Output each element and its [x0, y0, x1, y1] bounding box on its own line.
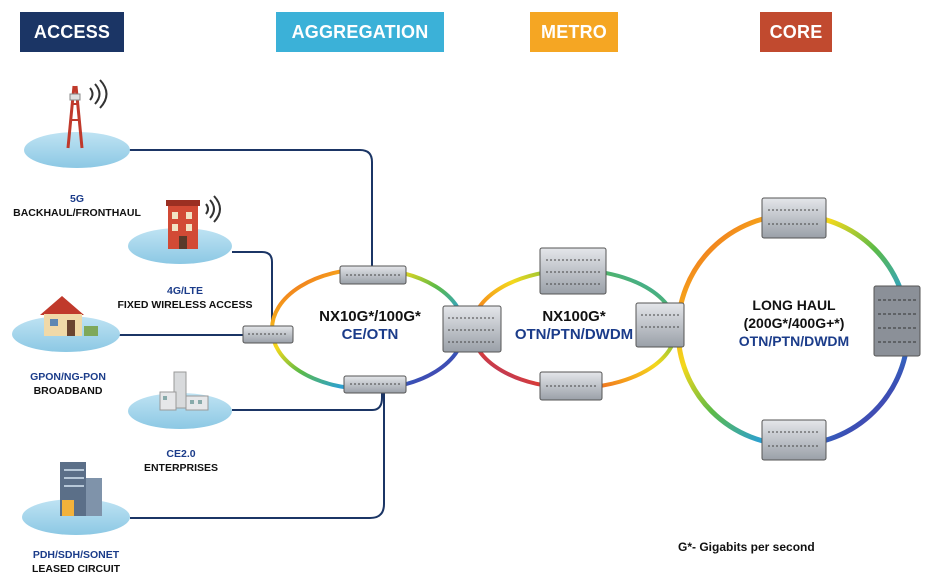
ring-label-line1: LONG HAUL [752, 297, 836, 313]
site-label-top: GPON/NG-PON [30, 371, 106, 383]
site-label-top: CE2.0 [166, 448, 196, 460]
site-4g [128, 195, 232, 264]
access-header: ACCESS [20, 12, 124, 52]
site-label-4g: 4G/LTE FIXED WIRELESS ACCESS [110, 284, 260, 312]
chassis-icon [761, 419, 827, 461]
aggregation-header: AGGREGATION [276, 12, 444, 52]
metro-devices [539, 247, 685, 401]
aggregation-ring-label: NX10G*/100G* CE/OTN [300, 308, 440, 344]
chassis-icon [761, 197, 827, 239]
site-label-pdh: PDH/SDH/SONET LEASED CIRCUIT [4, 548, 148, 576]
site-pdh [22, 462, 130, 535]
core-devices [761, 197, 921, 461]
site-label-gpon: GPON/NG-PON BROADBAND [0, 370, 136, 398]
site-ce [128, 371, 232, 429]
metro-ring-label: NX100G* OTN/PTN/DWDM [504, 308, 644, 344]
ring-label-line1: NX100G* [542, 308, 606, 325]
ring-label-line2: CE/OTN [341, 326, 399, 343]
site-gpon [12, 296, 120, 352]
link-4g [232, 251, 273, 330]
chassis-icon [539, 247, 607, 295]
site-label-bottom: LEASED CIRCUIT [31, 563, 121, 575]
office-complex-icon [159, 371, 209, 411]
chassis-icon [442, 305, 502, 353]
ring-label-line1: NX10G*/100G* [319, 308, 421, 325]
access-links [98, 149, 385, 519]
large-chassis-icon [873, 285, 921, 357]
ring-label-line2: OTN/PTN/DWDM [738, 333, 850, 349]
footnote: G*- Gigabits per second [678, 540, 815, 554]
router-icon [343, 375, 407, 394]
site-label-bottom: BROADBAND [33, 385, 103, 397]
cell-tower-icon [66, 79, 108, 149]
link-5g [128, 149, 373, 268]
router-icon [339, 265, 407, 285]
router-icon [539, 371, 603, 401]
chassis-icon [635, 302, 685, 348]
site-label-5g: 5G BACKHAUL/FRONTHAUL [2, 192, 152, 220]
core-ring-label: LONG HAUL (200G*/400G+*) OTN/PTN/DWDM [714, 296, 874, 350]
site-label-bottom: BACKHAUL/FRONTHAUL [13, 207, 141, 219]
site-label-ce: CE2.0 ENTERPRISES [116, 447, 246, 475]
office-tower-icon [60, 462, 102, 516]
building-wireless-icon [166, 195, 221, 249]
core-header: CORE [760, 12, 832, 52]
site-5g [24, 79, 130, 168]
metro-header: METRO [530, 12, 618, 52]
ring-label-line2: OTN/PTN/DWDM [514, 326, 634, 343]
router-icon [242, 325, 294, 344]
site-label-bottom: FIXED WIRELESS ACCESS [117, 299, 253, 311]
link-pdh [130, 386, 385, 519]
ring-label-line1b: (200G*/400G+*) [743, 315, 845, 331]
site-label-top: 4G/LTE [167, 285, 203, 297]
aggregation-devices [242, 265, 502, 394]
site-label-top: 5G [69, 193, 84, 205]
link-ce [232, 386, 383, 411]
site-label-top: PDH/SDH/SONET [32, 549, 120, 561]
house-icon [40, 296, 98, 336]
site-label-bottom: ENTERPRISES [143, 462, 219, 474]
